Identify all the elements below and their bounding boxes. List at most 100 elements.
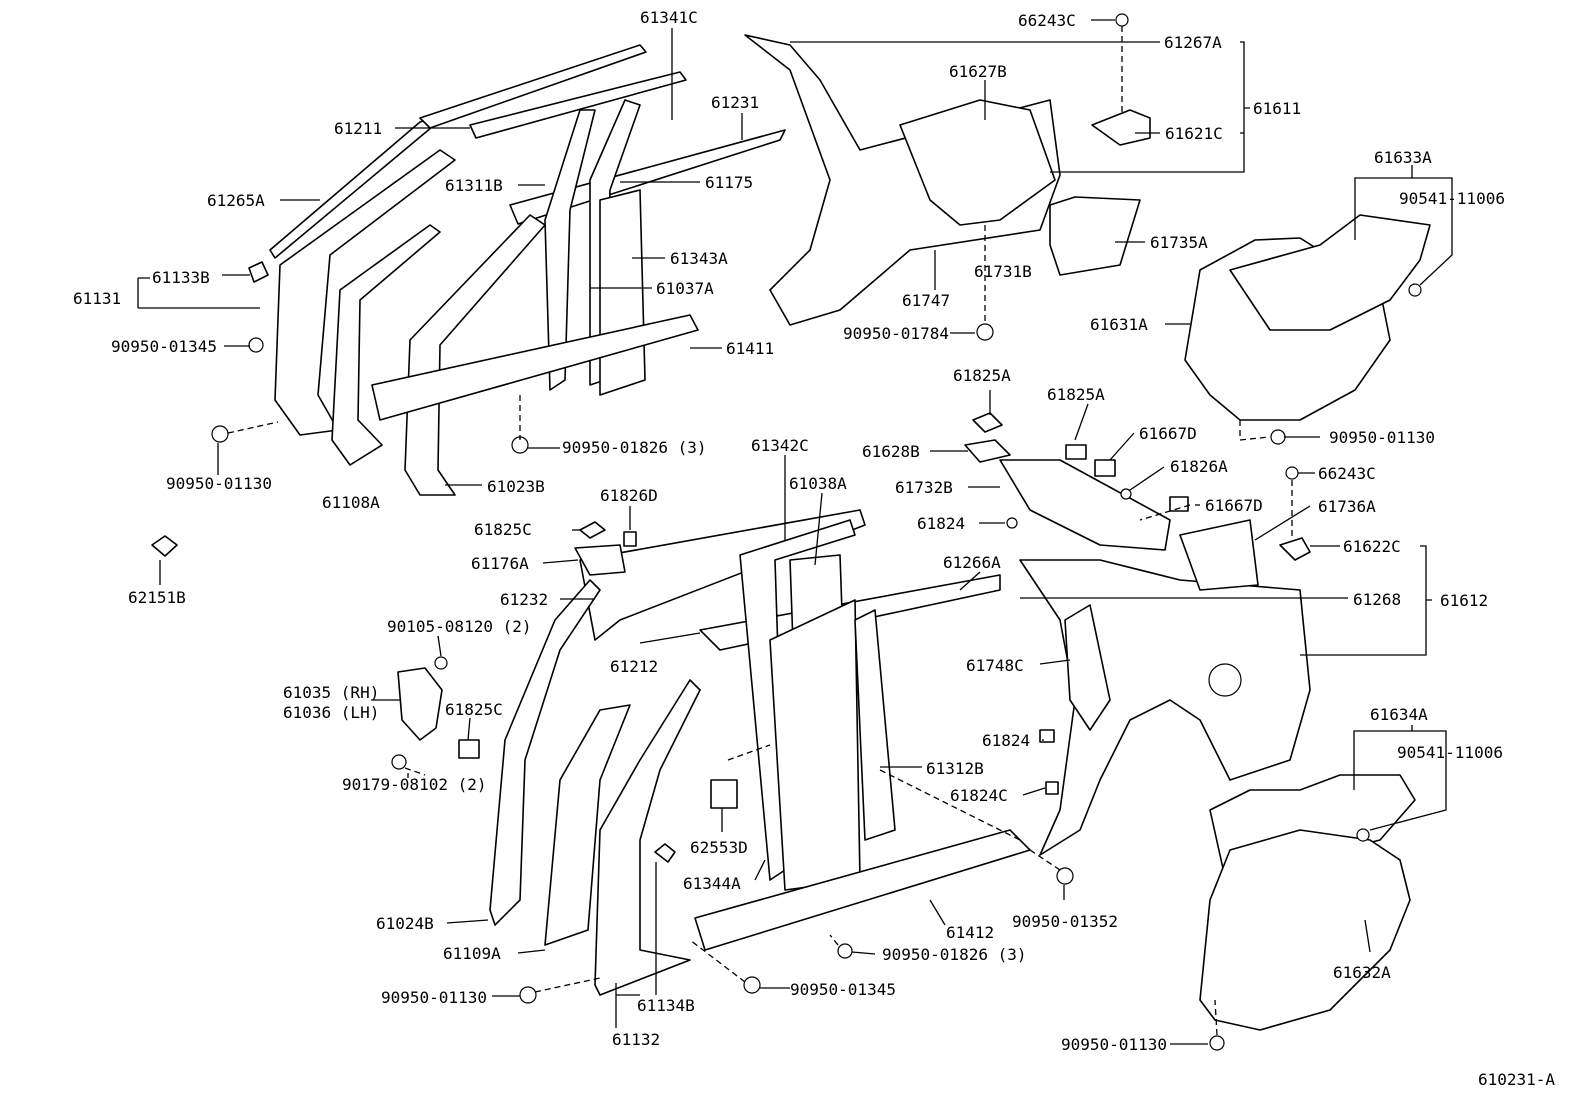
part-61133b-clip <box>248 261 269 283</box>
part-61311b-pillar <box>544 109 596 391</box>
label-62151b: 62151B <box>128 588 186 607</box>
label-62553d: 62553D <box>690 838 748 857</box>
label-66243c-top: 66243C <box>1018 11 1076 30</box>
part-61131-pillar <box>274 149 456 436</box>
label-61826d: 61826D <box>600 486 658 505</box>
label-61731b: 61731B <box>974 262 1032 281</box>
label-61133b: 61133B <box>152 268 210 287</box>
label-61667d-mid: 61667D <box>1205 496 1263 515</box>
part-61633a-wheelhouse <box>1229 214 1431 331</box>
label-61035-rh: 61035 (RH) <box>283 683 379 702</box>
label-61024b: 61024B <box>376 914 434 933</box>
label-90950-01345-bottom: 90950-01345 <box>790 980 896 999</box>
label-90541-11006-top: 90541-11006 <box>1399 189 1505 208</box>
fastener-90950-01352 <box>1056 867 1074 885</box>
label-61825c-mid: 61825C <box>445 700 503 719</box>
part-61621c-bracket <box>1091 109 1151 146</box>
label-90950-01826-bottom: 90950-01826 (3) <box>882 945 1027 964</box>
fastener-66243c-mid <box>1285 466 1299 480</box>
label-61023b: 61023B <box>487 477 545 496</box>
part-61134b-clip <box>654 843 676 863</box>
part-61824-pad <box>1039 729 1055 743</box>
label-61037a: 61037A <box>656 279 714 298</box>
part-61108a-pillar <box>331 224 441 466</box>
part-61342c-pillar <box>739 519 856 881</box>
part-62151b-block <box>151 535 178 557</box>
label-61736a: 61736A <box>1318 497 1376 516</box>
part-61736a-panel <box>1179 519 1259 591</box>
label-61266a: 61266A <box>943 553 1001 572</box>
part-61622c-bracket <box>1279 537 1311 561</box>
label-90950-01130-right: 90950-01130 <box>1329 428 1435 447</box>
fastener-90950-01345-top <box>248 337 264 353</box>
part-61024b-pillar <box>489 579 601 926</box>
fastener-90541-11006-bottom <box>1356 828 1370 842</box>
label-61631a: 61631A <box>1090 315 1148 334</box>
label-61612: 61612 <box>1440 591 1488 610</box>
figure-code: 610231-A <box>1478 1070 1555 1089</box>
label-61341c: 61341C <box>640 8 698 27</box>
fuel-door-ring <box>1208 663 1242 697</box>
part-61344a-pillar <box>769 599 861 891</box>
fastener-90950-01130-left <box>211 425 229 443</box>
label-61131: 61131 <box>73 289 121 308</box>
label-61667d-top: 61667D <box>1139 424 1197 443</box>
label-61231: 61231 <box>711 93 759 112</box>
part-61411-sill <box>371 314 699 421</box>
part-61035-bracket <box>397 667 443 741</box>
part-61023b-pillar <box>404 214 546 496</box>
fastener-90950-01826-bottom <box>837 943 853 959</box>
label-61824c: 61824C <box>950 786 1008 805</box>
label-61343a: 61343A <box>670 249 728 268</box>
part-62553d-block <box>710 779 738 809</box>
label-61412: 61412 <box>946 923 994 942</box>
label-90950-01345-top: 90950-01345 <box>111 337 217 356</box>
label-90541-11006-bottom: 90541-11006 <box>1397 743 1503 762</box>
label-61826a: 61826A <box>1170 457 1228 476</box>
label-61735a: 61735A <box>1150 233 1208 252</box>
fastener-90541-11006-top <box>1408 283 1422 297</box>
part-61735a-ext <box>1049 196 1141 276</box>
part-61667d-pad <box>1169 496 1189 512</box>
fastener-90179-08102 <box>391 754 407 770</box>
label-61627b: 61627B <box>949 62 1007 81</box>
part-61627b-inner <box>899 99 1056 226</box>
part-61176a-bracket <box>574 544 626 576</box>
label-61411: 61411 <box>726 339 774 358</box>
fastener-61824-mid <box>1006 517 1018 529</box>
label-61628b: 61628B <box>862 442 920 461</box>
label-61621c: 61621C <box>1165 124 1223 143</box>
label-90950-01352: 90950-01352 <box>1012 912 1118 931</box>
part-61611-quarter <box>744 34 1061 326</box>
part-61211-rail <box>419 44 647 129</box>
label-61311b: 61311B <box>445 176 503 195</box>
label-61747: 61747 <box>902 291 950 310</box>
label-90105-08120: 90105-08120 (2) <box>387 617 532 636</box>
part-61037a-pillar <box>599 189 646 396</box>
label-61176a: 61176A <box>471 554 529 573</box>
label-61825c-top: 61825C <box>474 520 532 539</box>
part-61628b-bracket <box>964 439 1011 463</box>
label-61134b: 61134B <box>637 996 695 1015</box>
fastener-90950-01130-bottom-right <box>1209 1035 1225 1051</box>
label-61175: 61175 <box>705 173 753 192</box>
label-61232: 61232 <box>500 590 548 609</box>
part-61341c-rail <box>469 71 687 139</box>
label-61825a-right: 61825A <box>1047 385 1105 404</box>
part-61748c-ext <box>1064 604 1111 731</box>
fastener-90950-01130-bottom-left <box>519 986 537 1004</box>
label-61824-low: 61824 <box>982 731 1030 750</box>
part-labels: 61341C 61211 61231 61265A 61311B 61175 6… <box>73 8 1555 1089</box>
label-61132: 61132 <box>612 1030 660 1049</box>
label-61611: 61611 <box>1253 99 1301 118</box>
part-61825a-pad-a <box>1065 444 1087 460</box>
fastener-61826a <box>1120 488 1132 500</box>
label-61748c: 61748C <box>966 656 1024 675</box>
part-61231-rail <box>509 129 786 225</box>
label-61109a: 61109A <box>443 944 501 963</box>
label-90950-01130-bottom-right: 90950-01130 <box>1061 1035 1167 1054</box>
part-61109a-pillar <box>544 704 631 946</box>
label-61038a: 61038A <box>789 474 847 493</box>
